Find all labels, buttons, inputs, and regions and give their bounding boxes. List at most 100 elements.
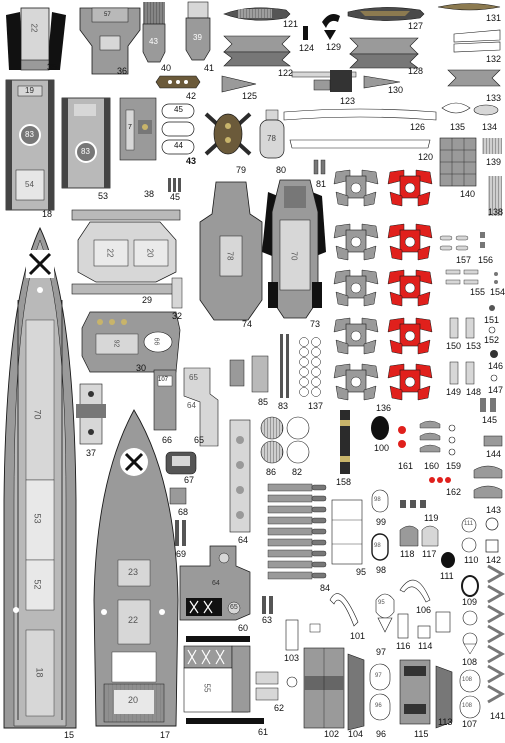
part-160 bbox=[419, 420, 441, 453]
part-80 bbox=[259, 109, 285, 159]
label-60: 60 bbox=[238, 623, 249, 633]
part-153 bbox=[465, 317, 475, 339]
part-107 bbox=[459, 669, 481, 719]
gun-barrel bbox=[267, 494, 327, 503]
disc bbox=[311, 357, 321, 367]
label-119: 119 bbox=[424, 513, 439, 523]
label-15: 15 bbox=[64, 730, 75, 740]
part-35 bbox=[6, 7, 66, 71]
part-151 bbox=[489, 305, 495, 311]
chevron-strip bbox=[487, 604, 505, 624]
part-106 bbox=[399, 579, 431, 603]
label-121: 121 bbox=[283, 19, 299, 29]
part-45 bbox=[168, 178, 181, 192]
label-158: 158 bbox=[336, 477, 352, 487]
part-154 bbox=[494, 272, 498, 284]
part-162 bbox=[429, 477, 451, 483]
turret-sprue bbox=[387, 317, 433, 355]
label-136: 136 bbox=[376, 403, 392, 413]
label-152: 152 bbox=[484, 335, 500, 345]
label-61: 61 bbox=[258, 727, 269, 737]
part-114 bbox=[417, 625, 431, 639]
part-148 bbox=[465, 361, 475, 385]
part-63 bbox=[262, 596, 273, 614]
num-p43b: 44 bbox=[174, 141, 183, 150]
label-79: 79 bbox=[236, 165, 247, 175]
label-96: 96 bbox=[376, 729, 387, 739]
label-81: 81 bbox=[316, 179, 327, 189]
part-38 bbox=[119, 97, 157, 161]
turret-sprue bbox=[387, 169, 433, 207]
label-36: 36 bbox=[117, 66, 128, 76]
label-129: 129 bbox=[326, 42, 342, 52]
label-102: 102 bbox=[324, 729, 340, 739]
part-142 bbox=[485, 517, 499, 553]
chevron-strip bbox=[487, 664, 505, 684]
label-65: 65 bbox=[194, 435, 205, 445]
part-121 bbox=[223, 7, 291, 21]
chevron-strip bbox=[487, 624, 505, 644]
part-15-hull bbox=[3, 226, 77, 729]
gun-barrel bbox=[267, 527, 327, 536]
num-p80: 78 bbox=[267, 134, 276, 143]
disc bbox=[311, 337, 321, 347]
label-132: 132 bbox=[486, 54, 502, 64]
turret-sprue bbox=[333, 223, 379, 261]
label-117: 117 bbox=[422, 549, 437, 559]
part-64 bbox=[229, 419, 251, 533]
label-114: 114 bbox=[418, 641, 433, 651]
part-109 bbox=[461, 575, 479, 597]
part-124 bbox=[303, 26, 308, 40]
label-83: 83 bbox=[278, 401, 289, 411]
label-157: 157 bbox=[456, 255, 472, 265]
part-119 bbox=[400, 500, 426, 508]
part-144 bbox=[483, 435, 503, 447]
label-74: 74 bbox=[242, 319, 253, 329]
label-155: 155 bbox=[470, 287, 486, 297]
num-p29b: 20 bbox=[145, 248, 155, 258]
label-134: 134 bbox=[482, 122, 498, 132]
part-152 bbox=[488, 326, 496, 334]
label-118: 118 bbox=[400, 549, 415, 559]
ring-part bbox=[286, 676, 298, 688]
label-35: 35 bbox=[47, 62, 58, 72]
num-p65a: 65 bbox=[189, 373, 198, 382]
num-p108: 108 bbox=[462, 677, 473, 683]
label-98: 98 bbox=[376, 565, 387, 575]
turret-sprue bbox=[387, 363, 433, 401]
part-17-hull bbox=[93, 409, 179, 727]
label-82: 82 bbox=[292, 467, 303, 477]
num-p15b: 53 bbox=[32, 513, 43, 524]
part-128 bbox=[349, 37, 419, 69]
label-135: 135 bbox=[450, 122, 466, 132]
num-p18c: 54 bbox=[25, 180, 34, 189]
part-113 bbox=[435, 665, 453, 729]
label-99: 99 bbox=[376, 517, 387, 527]
label-42: 42 bbox=[186, 91, 197, 101]
chevron-strip bbox=[487, 584, 505, 604]
disc bbox=[311, 387, 321, 397]
part-40 bbox=[142, 2, 166, 63]
part-133 bbox=[447, 69, 501, 87]
gun-barrel bbox=[267, 538, 327, 547]
part-96 bbox=[369, 663, 391, 721]
label-147: 147 bbox=[488, 385, 504, 395]
part-60 bbox=[179, 545, 251, 621]
label-138: 138 bbox=[488, 207, 504, 217]
label-159: 159 bbox=[446, 461, 462, 471]
part-141 bbox=[487, 564, 505, 704]
part-138 bbox=[488, 176, 502, 216]
label-103: 103 bbox=[284, 653, 300, 663]
part-62 bbox=[255, 671, 279, 701]
label-142: 142 bbox=[486, 555, 502, 565]
label-148: 148 bbox=[466, 387, 482, 397]
part-146 bbox=[490, 350, 498, 358]
part-131 bbox=[437, 3, 501, 11]
label-40: 40 bbox=[161, 63, 172, 73]
label-161: 161 bbox=[398, 461, 414, 471]
disc bbox=[311, 347, 321, 357]
part-132 bbox=[453, 29, 501, 53]
part-125 bbox=[221, 75, 257, 93]
part-53 bbox=[61, 97, 111, 189]
num-p17c: 20 bbox=[128, 695, 139, 705]
